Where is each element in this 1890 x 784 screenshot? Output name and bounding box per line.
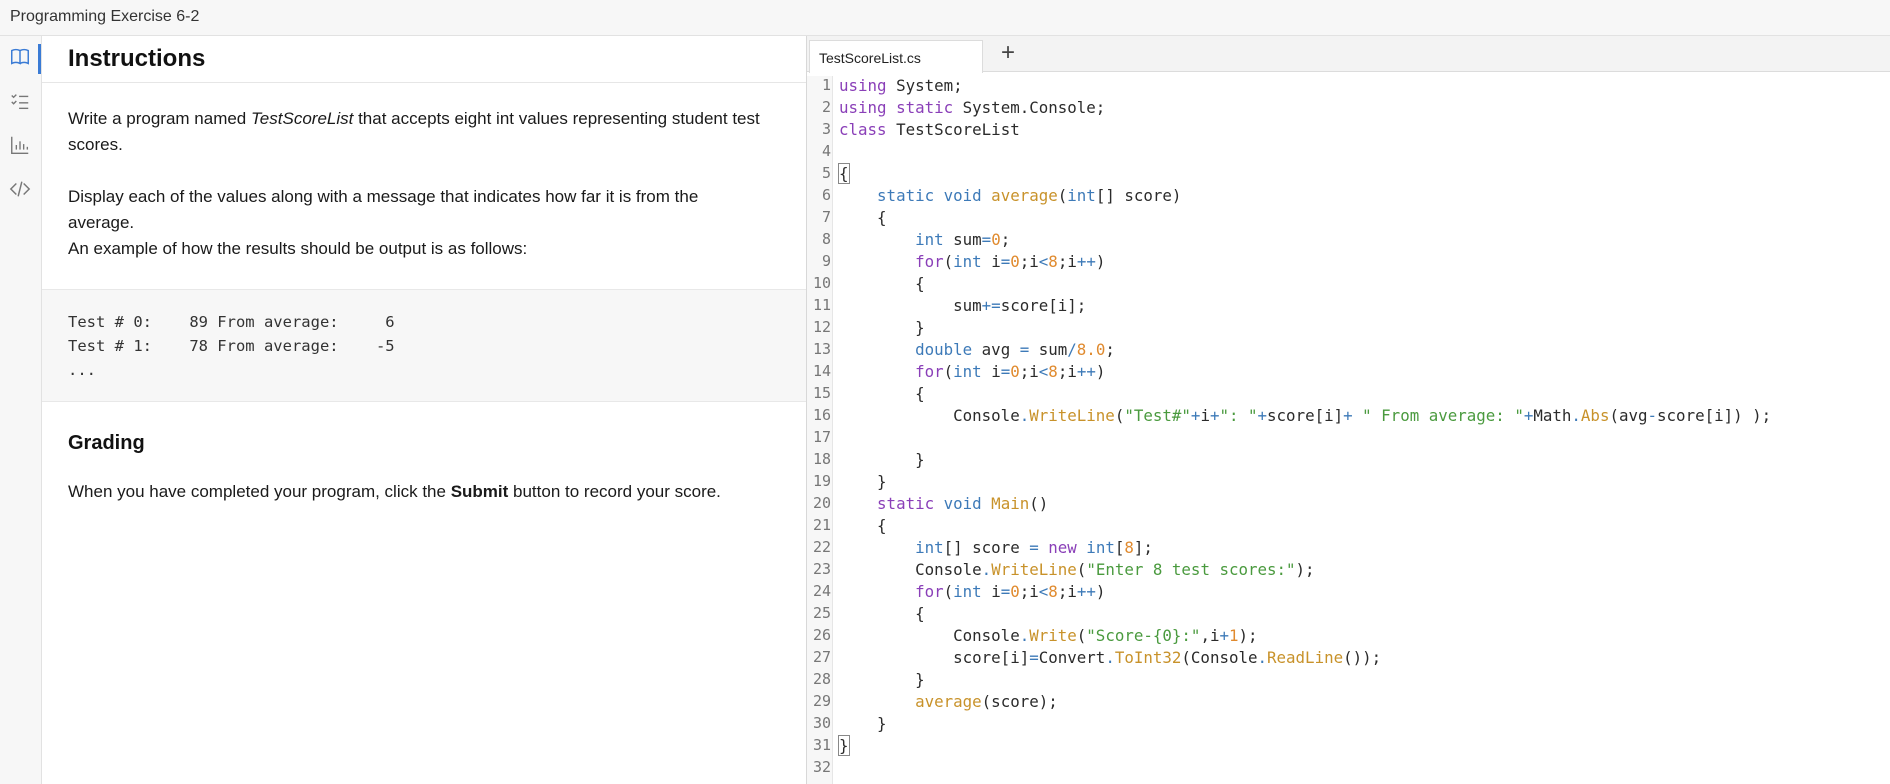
grading-text-a: When you have completed your program, cl…: [68, 482, 451, 501]
code-line: {: [839, 604, 925, 623]
line-number: 25: [812, 604, 831, 622]
line-number: 32: [812, 758, 831, 776]
line-number: 15: [812, 384, 831, 402]
instructions-header: Instructions: [42, 36, 806, 83]
window-titlebar: Programming Exercise 6-2: [0, 0, 1890, 36]
code-line: sum+=score[i];: [839, 296, 1087, 315]
submit-mention: Submit: [450, 482, 509, 501]
line-number: 2: [821, 98, 831, 116]
code-line: {: [839, 384, 925, 403]
line-number: 5: [821, 164, 831, 182]
code-line: class TestScoreList: [839, 120, 1020, 139]
code-line: for(int i=0;i<8;i++): [839, 582, 1106, 601]
code-line: }: [839, 318, 925, 337]
line-number: 27: [812, 648, 831, 666]
line-number: 12: [812, 318, 831, 336]
line-number: 13: [812, 340, 831, 358]
tab-testscorelist[interactable]: TestScoreList.cs: [809, 40, 983, 73]
code-line: }: [839, 670, 925, 689]
code-line: }: [839, 472, 887, 491]
panel-divider[interactable]: [806, 36, 807, 784]
code-icon[interactable]: [7, 176, 33, 202]
line-number: 7: [821, 208, 831, 226]
line-number: 16: [812, 406, 831, 424]
instruction-paragraph-3: An example of how the results should be …: [68, 239, 528, 258]
editor-tab-bar: TestScoreList.cs +: [807, 36, 1890, 73]
grading-paragraph: When you have completed your program, cl…: [68, 479, 768, 505]
code-line: }: [839, 714, 887, 733]
instruction-paragraph-1: Write a program named TestScoreList that…: [68, 106, 768, 158]
line-number: 1: [821, 76, 831, 94]
book-icon[interactable]: [7, 44, 33, 70]
line-number: 31: [812, 736, 831, 754]
line-number: 20: [812, 494, 831, 512]
code-line: {: [839, 208, 887, 227]
sample-output: Test # 0: 89 From average: 6 Test # 1: 7…: [68, 313, 395, 379]
instructions-heading: Instructions: [68, 45, 206, 72]
code-line: static void average(int[] score): [839, 186, 1182, 205]
line-number: 24: [812, 582, 831, 600]
code-line: int[] score = new int[8];: [839, 538, 1153, 557]
line-number: 26: [812, 626, 831, 644]
line-number: 14: [812, 362, 831, 380]
code-line: Console.Write("Score-{0}:",i+1);: [839, 626, 1258, 645]
side-rail: [0, 36, 42, 784]
code-line: double avg = sum/8.0;: [839, 340, 1115, 359]
code-line: static void Main(): [839, 494, 1049, 513]
code-line: int sum=0;: [839, 230, 1011, 249]
instructions-panel: Instructions Write a program named TestS…: [42, 36, 806, 784]
code-line: using static System.Console;: [839, 98, 1106, 117]
code-line: Console.WriteLine("Test#"+i+": "+score[i…: [839, 406, 1772, 425]
grading-text-b: button to record your score.: [508, 482, 721, 501]
line-number: 30: [812, 714, 831, 732]
code-line: score[i]=Convert.ToInt32(Console.ReadLin…: [839, 648, 1382, 667]
code-line: {: [839, 274, 925, 293]
line-number: 22: [812, 538, 831, 556]
line-number: 28: [812, 670, 831, 688]
add-tab-button[interactable]: +: [1000, 39, 1015, 66]
code-line: for(int i=0;i<8;i++): [839, 362, 1106, 381]
grading-heading: Grading: [68, 432, 145, 454]
line-number: 3: [821, 120, 831, 138]
code-line: for(int i=0;i<8;i++): [839, 252, 1106, 271]
line-number: 18: [812, 450, 831, 468]
instruction-paragraph-2: Display each of the values along with a …: [68, 187, 699, 232]
window-title: Programming Exercise 6-2: [10, 8, 200, 25]
para1-text-b: that accepts eight int values representi…: [68, 109, 760, 154]
line-number: 17: [812, 428, 831, 446]
checklist-icon[interactable]: [7, 88, 33, 114]
code-line: }: [839, 450, 925, 469]
code-line: average(score);: [839, 692, 1058, 711]
line-number: 6: [821, 186, 831, 204]
code-line: }: [838, 735, 850, 756]
line-number: 11: [812, 296, 831, 314]
line-number: 8: [821, 230, 831, 248]
bar-chart-icon[interactable]: [7, 132, 33, 158]
para1-text-a: Write a program named: [68, 109, 251, 128]
code-line: using System;: [839, 76, 963, 95]
code-line: {: [839, 516, 887, 535]
line-number: 21: [812, 516, 831, 534]
sample-output-block: Test # 0: 89 From average: 6 Test # 1: 7…: [42, 289, 806, 402]
line-number: 9: [821, 252, 831, 270]
code-line: Console.WriteLine("Enter 8 test scores:"…: [839, 560, 1315, 579]
line-number: 10: [812, 274, 831, 292]
line-number: 4: [821, 142, 831, 160]
program-name: TestScoreList: [250, 109, 354, 128]
code-line: {: [838, 163, 850, 184]
line-number: 29: [812, 692, 831, 710]
line-number: 19: [812, 472, 831, 490]
active-indicator: [38, 44, 41, 74]
tab-label: TestScoreList.cs: [819, 50, 921, 66]
line-number: 23: [812, 560, 831, 578]
